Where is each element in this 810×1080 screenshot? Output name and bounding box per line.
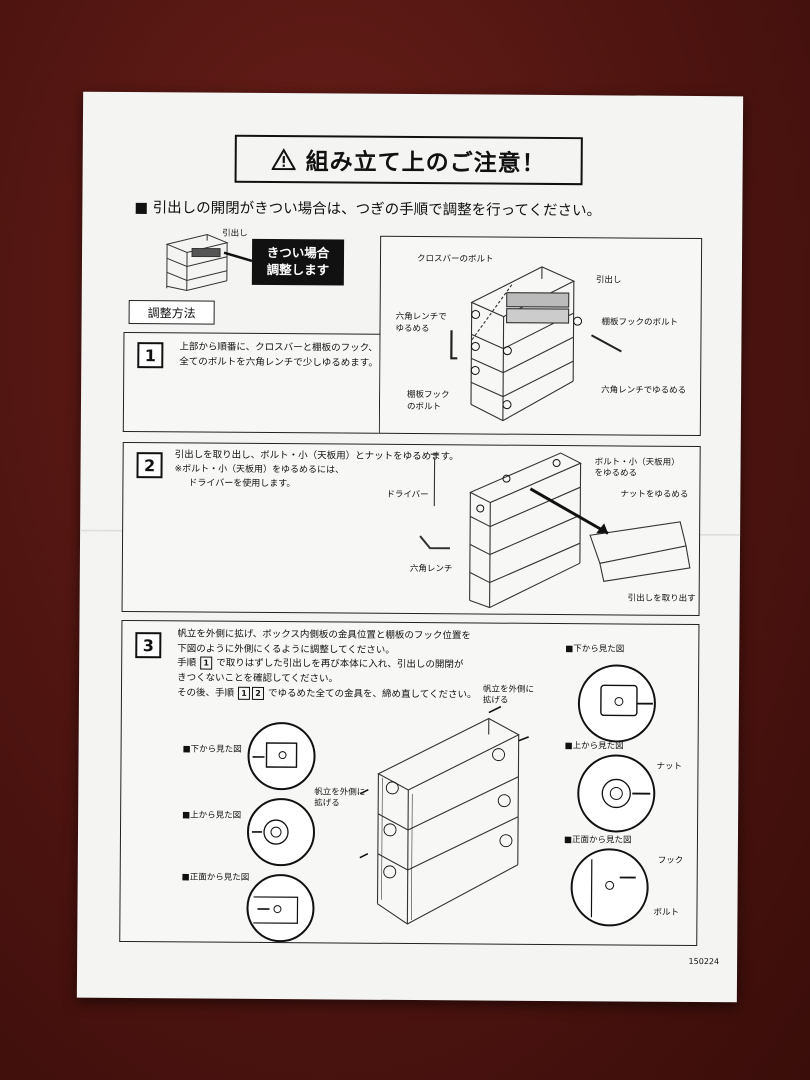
method-tag: 調整方法 xyxy=(128,300,215,325)
label-driver: ドライバー xyxy=(386,489,429,501)
step-2-number: 2 xyxy=(136,452,163,479)
step-1-number: 1 xyxy=(137,342,164,369)
intro-text: ■ 引出しの開閉がきつい場合は、つぎの手順で調整を行ってください。 xyxy=(134,200,602,220)
label-shelf-hook-l1: 棚板フック xyxy=(407,389,450,401)
badge-line-2: 調整します xyxy=(266,261,330,278)
arrow-icon xyxy=(223,251,253,263)
detail-front-right xyxy=(570,848,649,927)
label-crossbar-bolt: クロスバーのボルト xyxy=(416,254,494,265)
label-shelf-hook-l2: のボルト xyxy=(406,401,442,413)
label-spread-right-l1: 帆立を外側に xyxy=(482,684,535,695)
label-drawer: 引出し xyxy=(595,275,622,286)
label-view-bottom-right: ■下から見た図 xyxy=(565,644,625,655)
title-text: 組み立て上のご注意！ xyxy=(305,149,546,177)
label-spread-center-l1: 帆立を外側に xyxy=(314,787,366,798)
overview-drawer-label: 引出し xyxy=(222,228,248,239)
label-nut: ナット xyxy=(656,761,683,772)
label-hex-wrench-right: 六角レンチでゆるめる xyxy=(601,385,687,396)
doc-code: 150224 xyxy=(688,956,720,967)
label-hex-wrench-l1: 六角レンチで xyxy=(395,311,447,323)
label-bolt-small: ボルト・小（天板用） をゆるめる xyxy=(594,457,679,481)
label-bolt-small-l2: をゆるめる xyxy=(594,468,638,480)
tight-adjust-badge: きつい場合 調整します xyxy=(251,238,345,286)
detail-top-left xyxy=(247,798,316,867)
step-3-line-5a: その後、手順 xyxy=(176,687,235,699)
step-1-text: 上部から順番に、クロスバーと棚板のフック、 全てのボルトを六角レンチで少しゆるめ… xyxy=(179,340,378,371)
label-spread-right: 帆立を外側に 拡げる xyxy=(483,685,534,708)
label-shelf-hook-left: 棚板フック のボルト xyxy=(407,390,450,414)
label-shelf-hook-bolt: 棚板フックのボルト xyxy=(601,317,679,328)
instruction-sheet: 組み立て上のご注意！ ■ 引出しの開閉がきつい場合は、つぎの手順で調整を行ってく… xyxy=(76,91,744,1003)
warning-icon xyxy=(271,148,296,171)
step-ref-box-2: 2 xyxy=(251,686,265,700)
badge-line-1: きつい場合 xyxy=(266,245,330,261)
label-remove-drawer: 引出しを取り出す xyxy=(627,593,696,604)
label-view-front-right: ■正面から見た図 xyxy=(563,835,632,846)
label-view-front-left: ■正面から見た図 xyxy=(181,872,250,883)
step-ref-box-1b: 1 xyxy=(237,686,251,700)
shelf-overview-illustration xyxy=(165,234,229,291)
step-1-shelf-illustration xyxy=(450,266,622,422)
step-3-line-1: 帆立を外側に拡げ、ボックス内側板の金具位置と棚板のフック位置を xyxy=(177,628,471,642)
step-2-shelf-illustration xyxy=(419,452,691,609)
label-view-top-left: ■上から見た図 xyxy=(182,810,242,821)
label-hex-wrench-2: 六角レンチ xyxy=(409,563,453,575)
step-3-text: 帆立を外側に拡げ、ボックス内側板の金具位置と棚板のフック位置を 下図のように外側… xyxy=(177,627,477,703)
detail-bottom-left xyxy=(247,722,316,791)
label-spread-right-l2: 拡げる xyxy=(482,695,509,707)
detail-top-right xyxy=(577,754,656,833)
step-3-line-3a: 手順 xyxy=(177,657,197,669)
label-bolt: ボルト xyxy=(653,907,680,918)
label-hex-wrench-l2: ゆるめる xyxy=(395,323,430,335)
label-spread-center-l2: 拡げる xyxy=(314,798,340,809)
label-spread-center: 帆立を外側に 拡げる xyxy=(314,787,365,810)
label-hex-wrench-loosen: 六角レンチで ゆるめる xyxy=(395,312,446,336)
page-title: 組み立て上のご注意！ xyxy=(234,134,583,186)
detail-bottom-right xyxy=(577,664,656,743)
step-1-line-2: 全てのボルトを六角レンチで少しゆるめます。 xyxy=(179,356,378,369)
step-3-shelf-illustration xyxy=(359,705,529,925)
step-1-line-1: 上部から順番に、クロスバーと棚板のフック、 xyxy=(179,341,378,354)
detail-front-left xyxy=(246,874,315,943)
step-3-line-3b: で取りはずした引出しを再び本体に入れ、引出しの開閉が xyxy=(216,658,464,671)
step-ref-box-1: 1 xyxy=(200,656,213,671)
step-3-line-5b: でゆるめた全ての金具を、締め直してください。 xyxy=(268,687,477,701)
label-hook: フック xyxy=(657,855,684,866)
label-view-top-right: ■上から見た図 xyxy=(564,741,624,752)
label-bolt-small-l1: ボルト・小（天板用） xyxy=(594,457,680,468)
label-nut-loosen: ナットをゆるめる xyxy=(620,489,689,500)
step-3-number: 3 xyxy=(135,632,162,659)
label-view-bottom-left: ■下から見た図 xyxy=(182,744,242,755)
